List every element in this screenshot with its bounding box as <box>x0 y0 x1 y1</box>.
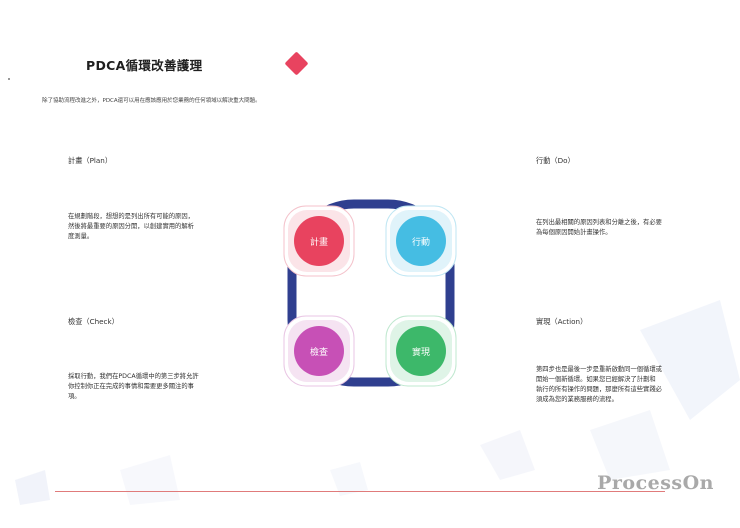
plan-desc-line: 然後將最重要的原因分開，以創建實用的解析 <box>68 223 194 230</box>
brand-logo: ProcessOn <box>597 472 714 494</box>
do-desc-line: 為每個原因開始計畫操作。 <box>536 229 612 236</box>
check-node: 檢查 <box>283 315 355 387</box>
action-description: 第四步也是最後一步是重新啟動同一個循環或 開始一個新循環。如果您已經解決了計劃和… <box>536 365 662 405</box>
check-description: 採取行動，我們在PDCA循環中的第三步將允許 你控制你正在完成的事情和需要更多關… <box>68 372 199 402</box>
action-title: 實現（Action） <box>536 317 588 326</box>
plan-node: 計畫 <box>283 205 355 277</box>
do-description: 在列出最相關的原因列表和分離之後，有必要 為每個原因開始計畫操作。 <box>536 218 662 238</box>
do-desc-line: 在列出最相關的原因列表和分離之後，有必要 <box>536 219 662 226</box>
page-title: PDCA循環改善護理 <box>86 58 203 73</box>
plan-description: 在規劃階段，想想的是列出所有可能的原因， 然後將最重要的原因分開，以創建實用的解… <box>68 212 194 242</box>
cycle-ring-inner <box>302 214 440 372</box>
action-node: 實現 <box>385 315 457 387</box>
check-desc-line: 採取行動，我們在PDCA循環中的第三步將允許 <box>68 373 199 380</box>
action-node-circle <box>396 326 446 376</box>
action-desc-line: 第四步也是最後一步是重新啟動同一個循環或 <box>536 366 662 373</box>
plan-node-label: 計畫 <box>310 236 328 248</box>
do-node-circle <box>396 216 446 266</box>
pdca-cycle-diagram: 計畫 行動 檢查 實現 <box>283 199 457 387</box>
do-title: 行動（Do） <box>536 156 575 165</box>
action-desc-line: 開始一個新循環。如果您已經解決了計劃和 <box>536 376 656 383</box>
do-node-label: 行動 <box>412 236 430 248</box>
plan-desc-line: 度測量。 <box>68 233 94 240</box>
check-desc-line: 項。 <box>68 393 81 400</box>
footer-divider <box>55 491 665 492</box>
page-subtitle: 除了協助流程改進之外，PDCA還可以用在應該應用於您業務的任何領域以解決重大問題… <box>42 98 261 104</box>
marker-dot <box>8 78 10 80</box>
check-node-circle <box>294 326 344 376</box>
action-desc-line: 執行的所有操作的問題，那麼所有這些實踐必 <box>536 386 662 393</box>
plan-title: 計畫（Plan） <box>68 156 113 165</box>
plan-node-circle <box>294 216 344 266</box>
cycle-ring <box>287 199 455 387</box>
check-title: 檢查（Check） <box>68 317 119 326</box>
check-desc-line: 你控制你正在完成的事情和需要更多關注的事 <box>68 383 194 390</box>
action-desc-line: 須成為您的業務服務的流程。 <box>536 396 618 403</box>
do-node: 行動 <box>385 205 457 277</box>
plan-desc-line: 在規劃階段，想想的是列出所有可能的原因， <box>68 213 194 220</box>
check-node-label: 檢查 <box>310 346 328 358</box>
action-node-label: 實現 <box>412 346 430 358</box>
